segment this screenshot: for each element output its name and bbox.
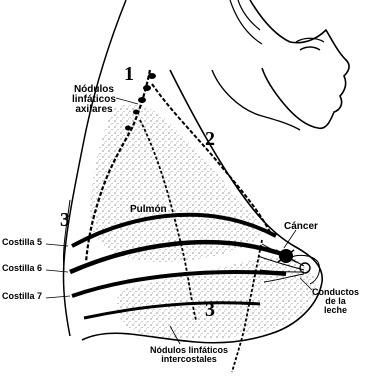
intercostal-nodes-label: Nódulos linfáticos intercostales: [150, 346, 228, 364]
hair: [230, 0, 262, 44]
rib-5-label: Costilla 5: [2, 238, 42, 247]
rib-7-label: Costilla 7: [2, 292, 42, 301]
rib-6-label: Costilla 6: [2, 264, 42, 273]
axillary-nodes-label: Nódulos linfáticos axilares: [72, 85, 116, 115]
neck-line: [212, 70, 300, 130]
marker-1: 1: [124, 64, 134, 84]
lung-label: Pulmón: [130, 205, 167, 215]
marker-3-bottom: 3: [205, 300, 215, 320]
breast-tissue: [117, 256, 316, 338]
lung-area: [91, 104, 266, 262]
cancer-label: Cáncer: [284, 222, 318, 232]
marker-2: 2: [205, 129, 215, 149]
eye: [300, 47, 320, 50]
milk-ducts-label: Conductos de la leche: [312, 288, 359, 315]
marker-3-left: 3: [60, 210, 70, 230]
face-outline: [250, 0, 349, 128]
